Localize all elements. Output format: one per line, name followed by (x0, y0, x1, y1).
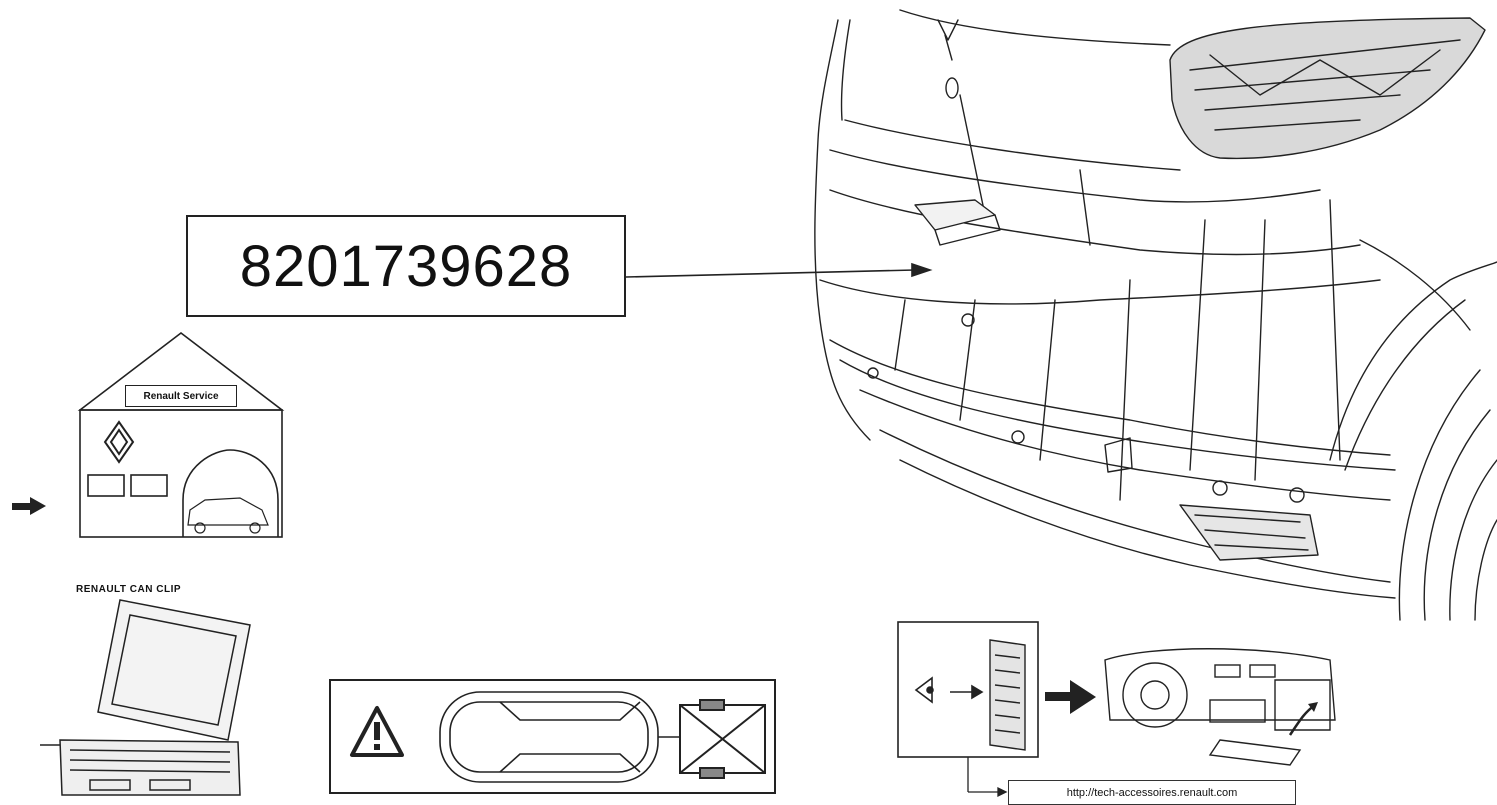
arrow-right-icon (12, 497, 46, 515)
arrow-right-icon (1045, 680, 1096, 714)
part-number-box: 8201739628 (186, 215, 626, 317)
eye-icon (914, 676, 934, 704)
renault-logo-icon (103, 420, 135, 464)
documentation-url: http://tech-accessoires.renault.com (1008, 780, 1296, 805)
part-number: 8201739628 (239, 233, 573, 299)
tool-label: RENAULT CAN CLIP (76, 584, 182, 595)
garage-sign: Renault Service (125, 385, 237, 407)
no-towing-icon (679, 699, 766, 779)
warning-triangle-icon (350, 706, 404, 757)
